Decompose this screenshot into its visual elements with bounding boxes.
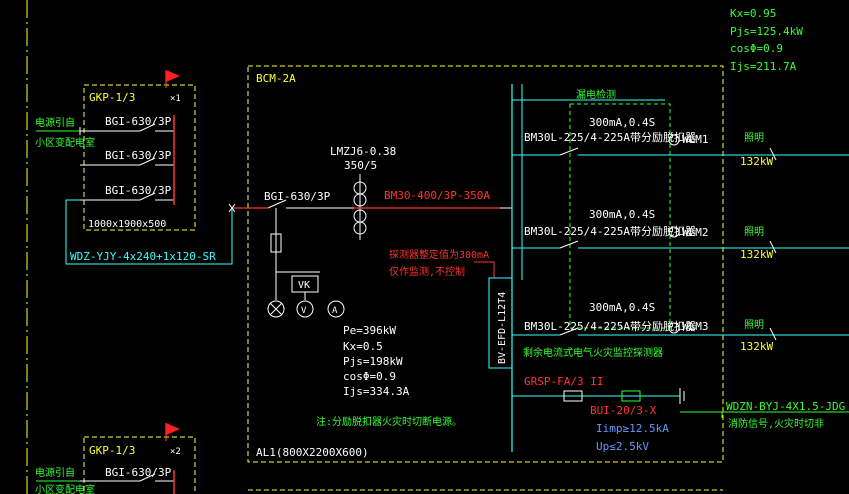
gkp2-source-line2: 小区变配电室 [35,483,95,494]
incoming-breaker-label: BGI-630/3P [264,190,331,203]
out2-arrow [769,240,777,254]
calc-pjs: Pjs=198kW [343,355,403,368]
out1-arrow [769,147,777,161]
spd-fuse [563,390,583,402]
gkp1-breaker3-label: BGI-630/3P [105,184,172,197]
incoming-arrow-b [228,203,236,213]
out2-circuit: WLM2 [682,226,709,239]
leak-detect-label: 漏电检测 [576,88,616,101]
vk-label: VK [298,280,310,291]
out3-breaker-contact [559,327,579,336]
signal-cable-label: WDZN-BYJ-4X1.5-JDG [726,400,845,413]
lamp-cross-b [269,302,283,316]
out1-circuit: WLM1 [682,133,709,146]
param-pjs-top: Pjs=125.4kW [730,25,803,38]
metering-fuse [270,233,282,253]
spd-label: BUI-20/3-X [590,404,657,417]
gkp2-flag-icon [166,423,180,435]
gkp1-breaker3-contact [139,192,156,201]
out3-power: 132kW [740,340,773,353]
panel-name: BCM-2A [256,72,296,85]
gkp2-title: GKP-1/3 [89,444,135,457]
out1-power: 132kW [740,155,773,168]
voltmeter-icon [296,300,314,318]
calc-pe: Pe=396kW [343,324,396,337]
feeder-cable-label: WDZ-YJY-4x240+1x120-SR [70,250,216,263]
panel-code: AL1(800X2200X600) [256,446,369,459]
out1-use: 照明 [744,132,764,144]
signal-note: 消防信号,火灾时切非 [728,417,824,430]
feeder-cable-line [65,199,233,265]
fire-monitor-label: 剩余电流式电气火灾监控探测器 [523,346,663,359]
out2-power: 132kW [740,248,773,261]
detector-note-line2: 仅作监测,不控制 [389,265,465,278]
gkp1-size: 1000x1900x500 [88,219,166,230]
out2-use: 照明 [744,226,764,238]
out2-breaker-contact [559,240,579,249]
gkp1-breaker2-contact [139,157,156,166]
out3-use: 照明 [744,319,764,331]
out3-breaker: BM30L-225/4-225A带分励脱扣器 [524,319,696,333]
gkp1-flag-icon [166,70,180,82]
gkp1-source-line2: 小区变配电室 [35,136,95,149]
gkp1-title: GKP-1/3 [89,91,135,104]
gkp2-breaker-label: BGI-630/3P [105,466,172,479]
param-cos-top: cosΦ=0.9 [730,42,783,55]
out3-arrow [769,327,777,341]
calc-cos: cosΦ=0.9 [343,370,396,383]
gkp2-source-line1: 电源引自 [35,466,75,479]
bcm-panel-enclosure [247,65,724,463]
out3-ct-icon [668,322,680,334]
out1-breaker: BM30L-225/4-225A带分励脱扣器 [524,130,696,144]
panel-remark: 注:分励脱扣器火灾时切断电源。 [316,415,462,428]
calc-kx: Kx=0.5 [343,340,383,353]
out2-breaker: BM30L-225/4-225A带分励脱扣器 [524,224,696,238]
spd-device [621,390,641,402]
param-ijs-top: Ijs=211.7A [730,60,797,73]
incoming-breaker-contact [267,199,287,209]
gkp1-source-line1: 电源引自 [35,116,75,129]
calc-ijs: Ijs=334.3A [343,385,410,398]
indicator-lamp-icon [267,300,285,318]
spd-limp: Iimp≥12.5kA [596,422,669,435]
out1-breaker-contact [559,147,579,156]
ammeter-label: A [332,306,338,316]
out3-rating: 300mA,0.4S [589,301,655,314]
gkp1-breaker1-contact [139,123,156,132]
detector-note-line1: 探测器整定值为300mA [389,248,489,261]
gkp2-breaker-contact [139,473,156,482]
out2-rating: 300mA,0.4S [589,208,655,221]
gkp1-breaker1-label: BGI-630/3P [105,115,172,128]
leak-detect-region [569,103,671,329]
out3-circuit: WLM3 [682,320,709,333]
gkp1-breaker2-label: BGI-630/3P [105,149,172,162]
ct-ratio: 350/5 [344,159,377,172]
ct-label: LMZJ6-0.38 [330,145,396,158]
out1-ct-icon [668,134,680,146]
out2-ct-icon [668,226,680,238]
spd-up: Up≤2.5kV [596,440,649,453]
spd-breaker-label: GRSP-FA/3 II [524,375,603,388]
ammeter-icon [327,300,345,318]
voltmeter-label: V [301,306,307,316]
detector-box [488,277,513,369]
gkp2-flag-number: ×2 [170,447,181,457]
param-kx-top: Kx=0.95 [730,7,776,20]
detector-label: BV-EFD-L12T4 [497,292,508,364]
gkp1-flag-number: ×1 [170,94,181,104]
out1-rating: 300mA,0.4S [589,116,655,129]
note-leader [474,261,495,278]
main-breaker-label: BM30-400/3P-350A [384,189,490,202]
